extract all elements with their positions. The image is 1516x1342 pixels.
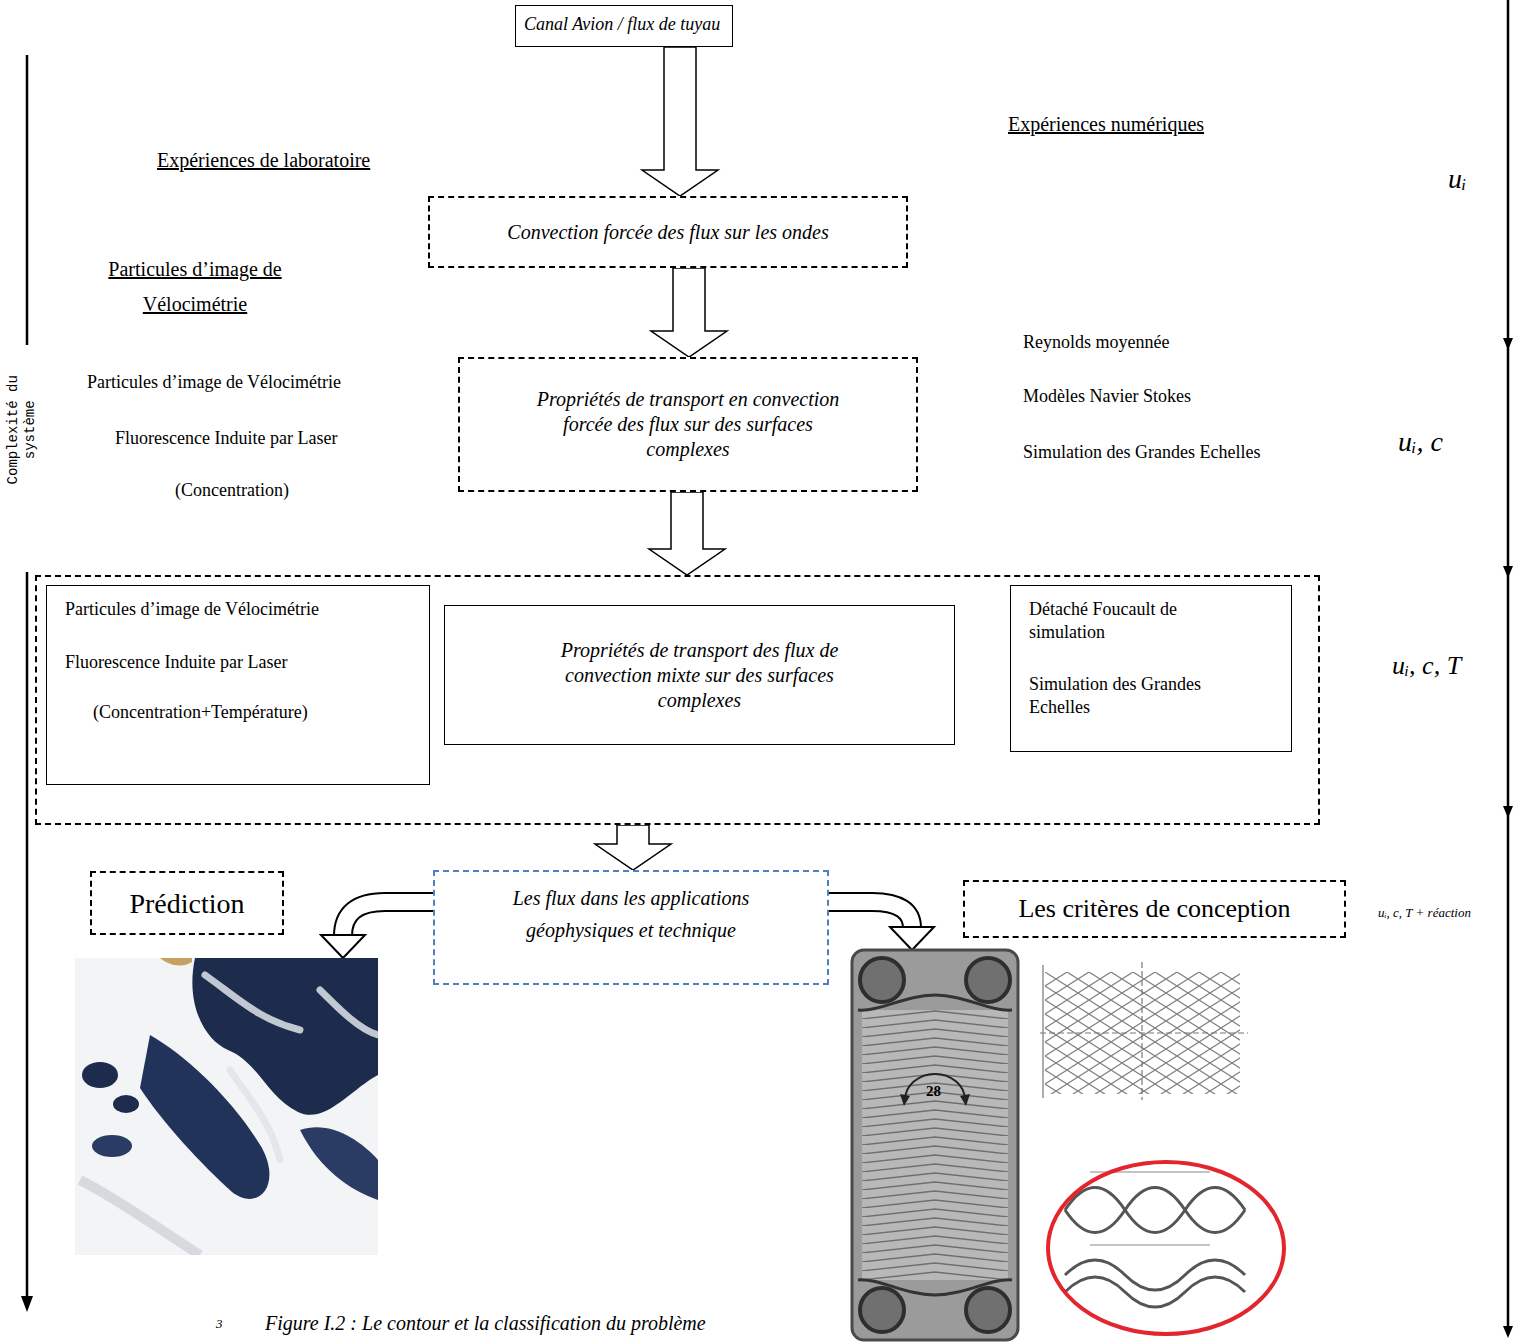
method-label: Particules d’image de Vélocimétrie	[87, 372, 341, 394]
axis-label: Complexité du système	[5, 375, 39, 485]
ocean-area	[300, 1127, 378, 1200]
ocean-area	[92, 1135, 132, 1157]
gasket-line	[858, 995, 1012, 1010]
process-box: Propriétés de transport des flux de conv…	[444, 605, 955, 745]
figure-caption: Figure I.2 : Le contour et la classifica…	[265, 1311, 706, 1335]
method-box: Détaché Foucault de simulationSimulation…	[1010, 585, 1292, 752]
ocean-area	[113, 1095, 139, 1113]
dashed-box: Propriétés de transport en convection fo…	[458, 357, 918, 492]
box-text: Propriétés de transport en convection fo…	[522, 387, 854, 462]
page-number: 3	[216, 1316, 223, 1332]
box-text: Particules d’image de Vélocimétrie	[65, 598, 411, 621]
plate-body	[852, 950, 1018, 1340]
coastline	[160, 958, 192, 965]
flow-arrow	[649, 492, 725, 575]
dashed-box: Convection forcée des flux sur les ondes	[428, 196, 908, 268]
angle-arc	[905, 1074, 965, 1100]
wave-profile	[1065, 1188, 1245, 1233]
box-text: Détaché Foucault de simulation	[1029, 598, 1244, 643]
wave-profile	[1065, 1260, 1245, 1290]
axis-arrowhead	[1503, 338, 1513, 350]
variable-label: uᵢ, c	[1398, 425, 1443, 459]
arrow-head	[321, 935, 365, 958]
port-hole	[860, 958, 904, 1002]
box-text: (Concentration+Température)	[93, 701, 411, 724]
box-text: Canal Avion / flux de tuyau	[524, 13, 724, 36]
flow-arrow	[651, 268, 727, 357]
angle-arrowhead	[900, 1094, 910, 1106]
corrugation-pattern	[1040, 962, 1248, 1100]
model-label: Simulation des Grandes Echelles	[1023, 442, 1260, 464]
gasket-line	[858, 1280, 1012, 1295]
box-text: Fluorescence Induite par Laser	[65, 651, 411, 674]
method-label: (Concentration)	[175, 480, 289, 502]
box-text: Convection forcée des flux sur les ondes	[450, 220, 886, 245]
axis-arrowhead	[21, 1296, 33, 1312]
arrow-head	[890, 927, 934, 950]
arrow-fill	[343, 902, 433, 936]
box-text: Les flux dans les applications géophysiq…	[483, 882, 779, 946]
method-label: Fluorescence Induite par Laser	[115, 428, 337, 450]
plate-heat-exchanger	[852, 950, 1018, 1340]
model-label: Reynolds moyennée	[1023, 332, 1169, 354]
angle-arrowhead	[960, 1094, 970, 1106]
chevron-pattern	[862, 1010, 1008, 1280]
dashed-box: Les critères de conception	[963, 880, 1346, 938]
column-heading: Expériences numériques	[1008, 112, 1204, 136]
box-text: Simulation des Grandes Echelles	[1029, 673, 1244, 718]
arrow-outline	[829, 902, 912, 928]
method-heading: Particules d’image de Vélocimétrie	[70, 252, 320, 322]
ocean-area	[140, 1035, 269, 1199]
curved-arrow	[321, 902, 433, 958]
variable-label: uᵢ, c, T + réaction	[1378, 905, 1471, 921]
variable-label: uᵢ	[1448, 162, 1466, 196]
variable-axis	[1503, 0, 1513, 1338]
plate-area	[862, 1010, 1008, 1280]
box-text: Les critères de conception	[977, 893, 1332, 926]
arrow-outline	[343, 902, 433, 936]
flow-arrow	[595, 825, 671, 870]
frame-line	[1042, 965, 1043, 1098]
cloud-streak	[80, 1180, 200, 1255]
cloud-cover	[75, 958, 378, 1255]
dashed-box: Les flux dans les applications géophysiq…	[433, 870, 829, 985]
box-text: Prédiction	[104, 886, 270, 921]
satellite-image	[75, 958, 378, 1255]
dimension-line	[1090, 1245, 1210, 1246]
angle-label: 28	[926, 1082, 941, 1100]
method-box: Particules d’image de VélocimétrieFluore…	[46, 585, 430, 785]
curved-arrow	[829, 902, 934, 950]
complexity-axis	[21, 55, 33, 1312]
column-heading: Expériences de laboratoire	[157, 148, 370, 172]
port-hole	[860, 1288, 904, 1332]
ocean-area	[82, 1062, 118, 1088]
cloud-streak	[205, 975, 378, 1160]
process-box: Canal Avion / flux de tuyau	[515, 5, 733, 47]
axis-line	[26, 572, 29, 1298]
model-label: Modèles Navier Stokes	[1023, 386, 1191, 408]
flow-arrow	[642, 47, 718, 196]
ocean-area	[192, 958, 378, 1115]
wave-profile	[1065, 1188, 1245, 1233]
port-hole	[966, 1288, 1010, 1332]
axis-arrowhead	[1503, 806, 1513, 818]
highlight-ellipse	[1048, 1162, 1284, 1334]
variable-label: uᵢ, c, T	[1392, 650, 1461, 681]
arrow-fill	[829, 902, 912, 928]
box-text: Propriétés de transport des flux de conv…	[533, 638, 866, 713]
wave-profile	[1065, 1277, 1245, 1307]
axis-line	[26, 55, 29, 345]
corrugation-section	[1048, 1162, 1284, 1334]
axis-line	[1507, 0, 1510, 1328]
dashed-box: Prédiction	[90, 871, 284, 935]
axis-arrowhead	[1503, 1326, 1513, 1338]
axis-arrowhead	[1503, 566, 1513, 578]
port-hole	[966, 958, 1010, 1002]
group-band: Particules d’image de VélocimétrieFluore…	[35, 575, 1320, 825]
section-line	[1141, 962, 1142, 1100]
section-line	[1040, 1032, 1248, 1033]
